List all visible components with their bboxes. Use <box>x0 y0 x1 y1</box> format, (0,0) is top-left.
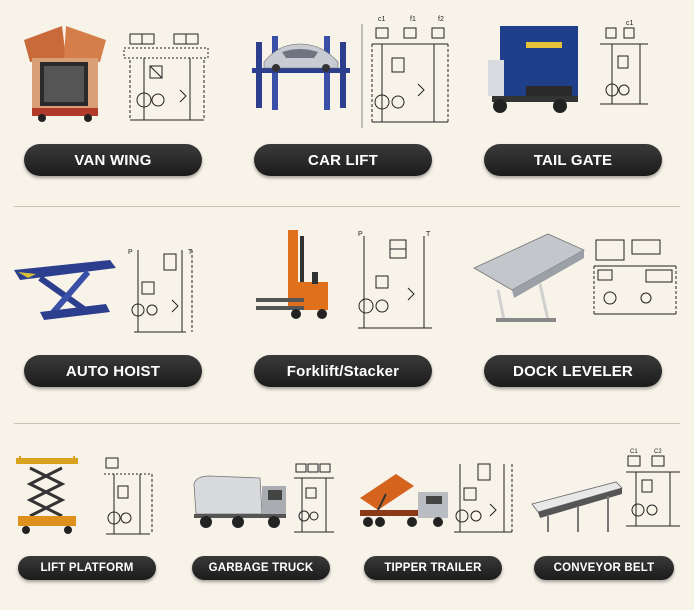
forklift-stacker-image <box>252 226 348 322</box>
car-lift-image <box>248 28 354 110</box>
conveyor-belt-hydraulic-diagram: C1 C2 <box>624 446 682 530</box>
car-lift-f1-mark: f1 <box>410 16 416 23</box>
auto-hoist-hydraulic-diagram: P T <box>126 244 200 336</box>
dock-leveler-image <box>468 230 586 328</box>
tail-gate-image <box>486 20 586 116</box>
forklift-p-mark: P <box>358 231 363 238</box>
car-lift-hydraulic-diagram: c1 f1 f2 <box>358 14 458 128</box>
tail-gate-hydraulic-diagram: c1 <box>596 18 652 108</box>
lift-platform-image <box>14 454 80 534</box>
garbage-truck-label: GARBAGE TRUCK <box>192 556 330 580</box>
dock-leveler-label: DOCK LEVELER <box>484 355 662 387</box>
lift-platform-label: LIFT PLATFORM <box>18 556 156 580</box>
dock-leveler-hydraulic-diagram <box>590 236 680 318</box>
tail-gate-c1-mark: c1 <box>626 20 634 27</box>
forklift-t-mark: T <box>426 231 431 238</box>
van-wing-hydraulic-diagram <box>120 30 212 126</box>
lift-platform-hydraulic-diagram <box>100 454 158 538</box>
car-lift-f2-mark: f2 <box>438 16 444 23</box>
conveyor-c2-mark: C2 <box>654 449 662 455</box>
garbage-truck-hydraulic-diagram <box>292 460 336 536</box>
auto-hoist-p-mark: P <box>128 249 133 256</box>
conveyor-c1-mark: C1 <box>630 449 638 455</box>
van-wing-label: VAN WING <box>24 144 202 176</box>
auto-hoist-t-mark: T <box>188 249 193 256</box>
garbage-truck-image <box>190 470 290 530</box>
tail-gate-label: TAIL GATE <box>484 144 662 176</box>
car-lift-label: CAR LIFT <box>254 144 432 176</box>
tipper-trailer-hydraulic-diagram <box>450 460 516 536</box>
van-wing-image <box>14 22 114 122</box>
row-divider-2 <box>14 423 680 424</box>
row-divider-1 <box>14 206 680 207</box>
auto-hoist-label: AUTO HOIST <box>24 355 202 387</box>
forklift-stacker-hydraulic-diagram: P T <box>352 228 438 332</box>
tipper-trailer-label: TIPPER TRAILER <box>364 556 502 580</box>
car-lift-c1-mark: c1 <box>378 16 386 23</box>
tipper-trailer-image <box>356 470 452 532</box>
forklift-stacker-label: Forklift/Stacker <box>254 355 432 387</box>
conveyor-belt-label: CONVEYOR BELT <box>534 556 674 580</box>
conveyor-belt-image <box>528 476 626 534</box>
auto-hoist-image <box>10 252 120 328</box>
